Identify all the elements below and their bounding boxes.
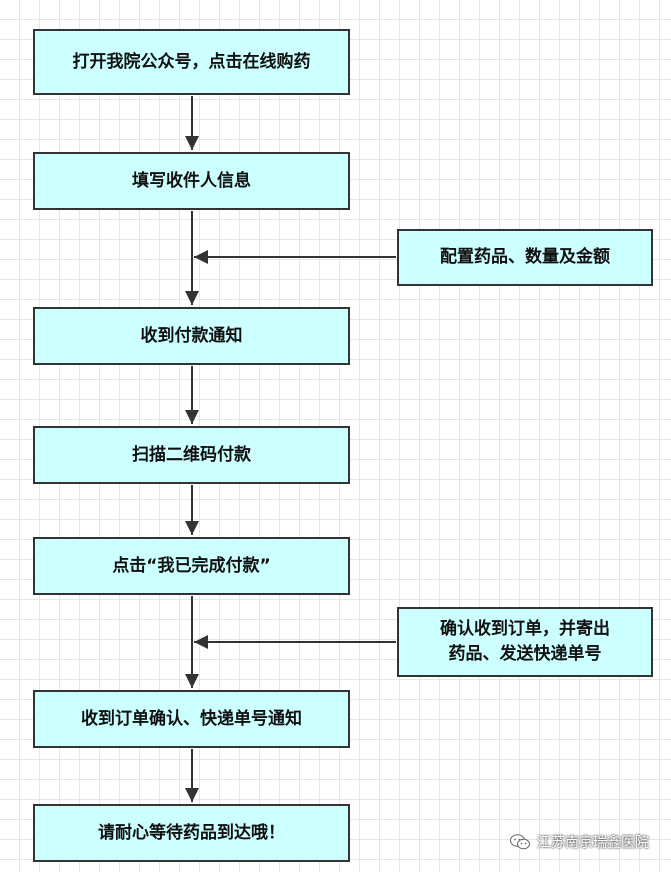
watermark-text: 江苏南京瑞鑫医院 [537,835,649,851]
step-6-text: 收到订单确认、快递单号通知 [81,708,302,729]
step-1-box: 打开我院公众号，点击在线购药 [33,29,350,95]
step-4-box: 扫描二维码付款 [33,426,350,484]
step-7-text: 请耐心等待药品到达哦！ [98,822,285,843]
step-7-box: 请耐心等待药品到达哦！ [33,804,350,862]
step-4-text: 扫描二维码付款 [132,444,251,465]
step-2-box: 填写收件人信息 [33,152,350,210]
step-5-box: 点击“我已完成付款” [33,537,350,595]
step-5-text: 点击“我已完成付款” [112,555,271,576]
wechat-icon [510,834,530,850]
side-note-2-box: 确认收到订单，并寄出 药品、发送快递单号 [397,607,653,677]
step-3-text: 收到付款通知 [140,325,243,346]
step-3-box: 收到付款通知 [33,307,350,365]
side-note-1-box: 配置药品、数量及金额 [397,229,653,286]
side-note-1-line-1: 配置药品、数量及金额 [440,247,610,268]
side-note-2-line-1: 确认收到订单，并寄出 [440,619,610,640]
step-1-text: 打开我院公众号，点击在线购药 [72,51,311,72]
step-6-box: 收到订单确认、快递单号通知 [33,690,350,748]
step-2-text: 填写收件人信息 [132,170,251,191]
side-note-2-line-2: 药品、发送快递单号 [448,644,602,664]
watermark: 江苏南京瑞鑫医院 [509,832,649,852]
